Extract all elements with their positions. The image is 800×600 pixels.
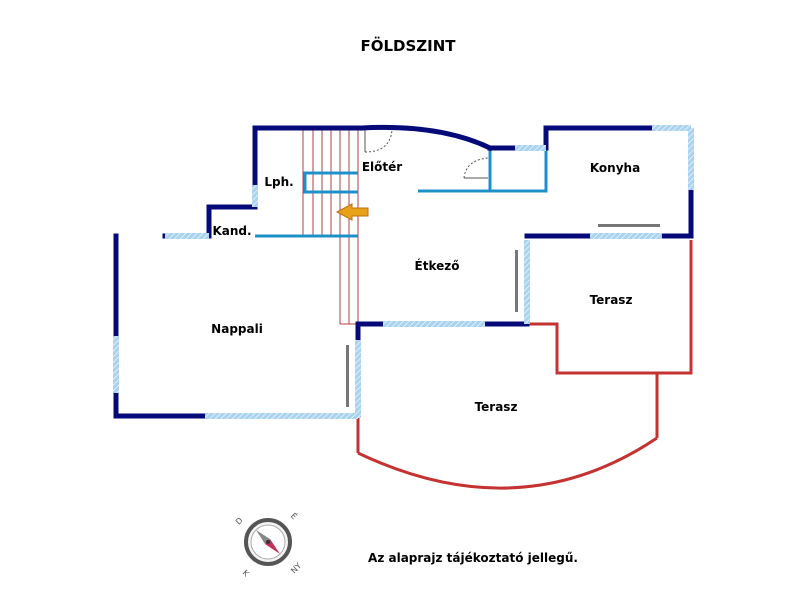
room-label-nappali: Nappali [211, 322, 263, 336]
terrace-outline [356, 240, 693, 490]
staircase [302, 128, 359, 325]
entrance-arrow-icon [335, 203, 369, 221]
compass-north: É [289, 510, 300, 521]
compass-icon: É D K NY [234, 510, 303, 579]
inner-walls [255, 148, 548, 238]
room-label-terasz-upper: Terasz [590, 293, 633, 307]
plan-title: FÖLDSZINT [360, 36, 456, 55]
compass-south: D [234, 516, 245, 527]
compass-east: K [241, 568, 252, 579]
room-label-konyha: Konyha [590, 161, 640, 175]
disclaimer-note: Az alaprajz tájékoztató jellegű. [368, 551, 578, 565]
windows [113, 125, 694, 419]
room-label-kand: Kand. [212, 224, 251, 238]
room-label-etkezo: Étkező [415, 258, 460, 273]
room-label-terasz-lower: Terasz [475, 400, 518, 414]
doors [346, 129, 660, 407]
compass-west: NY [289, 561, 303, 575]
room-label-lph: Lph. [264, 175, 293, 189]
room-label-eloter: Előtér [362, 160, 402, 174]
